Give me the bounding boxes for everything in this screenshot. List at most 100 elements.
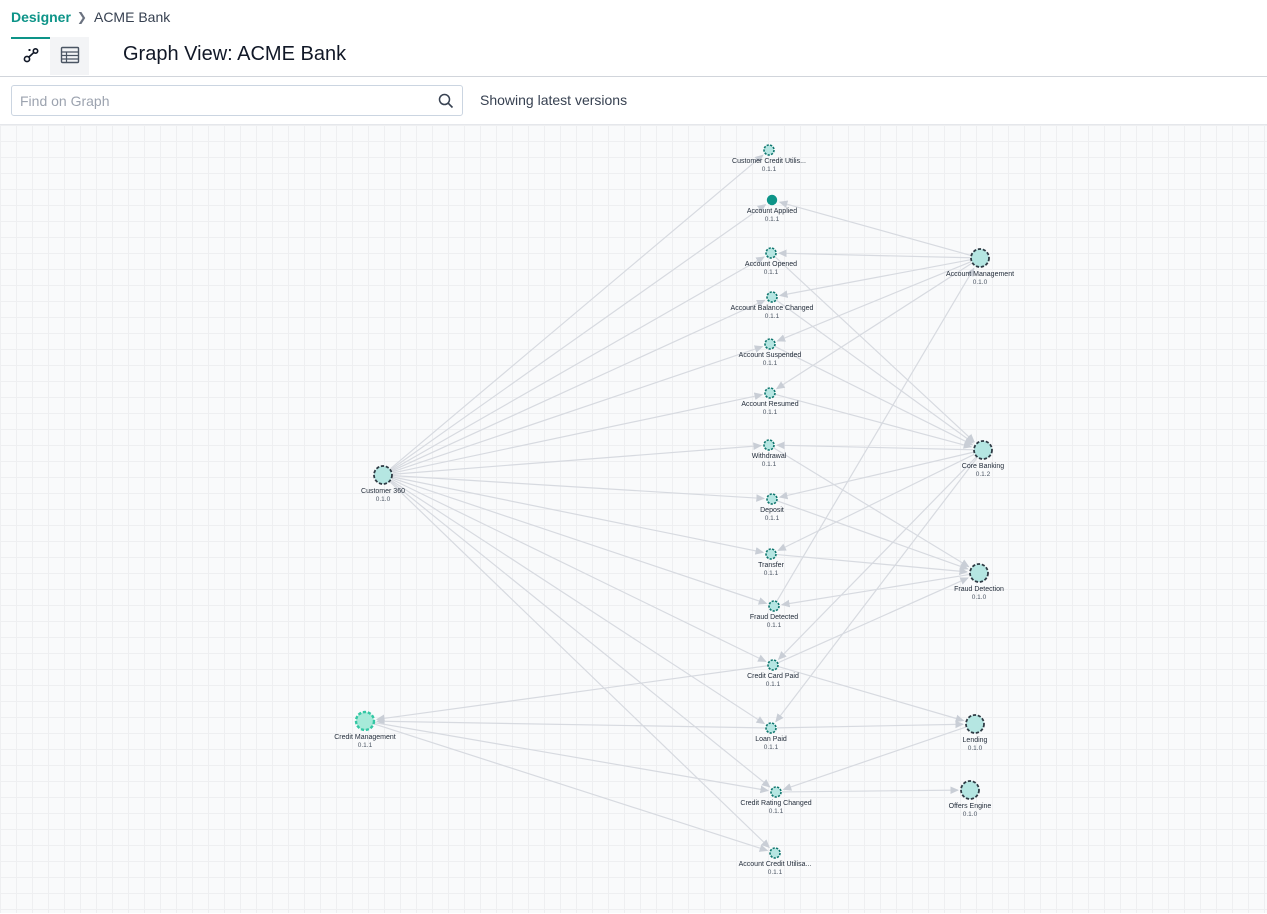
graph-edge-ccpaid-to-credmgmt (375, 665, 768, 723)
graph-edge-c360-to-loanpaid (391, 479, 766, 725)
search-icon[interactable] (438, 93, 454, 114)
graph-edge-loanpaid-to-credmgmt (376, 717, 766, 729)
node-version: 0.1.1 (769, 808, 784, 815)
graph-edge-deposit-to-fraud (777, 500, 969, 570)
service-node-icon (965, 714, 985, 734)
service-node-icon (373, 465, 393, 485)
node-version: 0.1.1 (767, 622, 782, 629)
breadcrumb-current: ACME Bank (93, 9, 171, 25)
node-label: Deposit (760, 507, 784, 514)
table-view-icon (60, 46, 80, 69)
node-label: Account Management (946, 271, 1014, 278)
graph-edge-core-to-ccpaid (777, 456, 977, 660)
event-node-solid-icon (766, 194, 778, 206)
node-label: Withdrawal (752, 453, 787, 460)
graph-view-icon (22, 46, 40, 69)
node-version: 0.1.1 (763, 409, 778, 416)
chevron-right-icon: ❯ (76, 10, 87, 24)
graph-edge-c360-to-acctcredit (389, 481, 770, 849)
graph-node-acctcredit[interactable]: Account Credit Utilisa...0.1.1 (739, 847, 812, 876)
find-on-graph-search (11, 85, 463, 116)
graph-edge-c360-to-applied (390, 204, 767, 470)
graph-edge-c360-to-resumed (392, 392, 764, 474)
graph-edge-suspended-to-core (775, 346, 974, 446)
graph-edge-c360-to-deposit (392, 475, 765, 502)
graph-edge-c360-to-transfer (392, 476, 765, 555)
node-label: Customer 360 (361, 488, 405, 495)
graph-edge-acctmgmt-to-applied (778, 200, 971, 256)
graph-node-custcredit[interactable]: Customer Credit Utilis...0.1.1 (732, 144, 806, 173)
node-version: 0.1.0 (973, 279, 988, 286)
node-label: Customer Credit Utilis... (732, 158, 806, 165)
graph-edge-ccpaid-to-lending (778, 666, 965, 723)
graph-edge-opened-to-core (774, 256, 975, 443)
graph-edge-acctmgmt-to-opened (778, 249, 971, 259)
edge-layer (374, 154, 978, 852)
node-version: 0.1.0 (972, 594, 987, 601)
graph-edge-frauddet-to-acctmgmt (776, 267, 975, 602)
node-version: 0.1.0 (963, 811, 978, 818)
node-version: 0.1.1 (768, 869, 783, 876)
node-label: Fraud Detection (954, 586, 1004, 593)
tab-graph-view[interactable] (11, 37, 50, 75)
node-version: 0.1.1 (766, 681, 781, 688)
graph-edge-c360-to-ccpaid (391, 478, 767, 663)
node-label: Credit Management (334, 734, 396, 741)
tab-table-view[interactable] (50, 37, 89, 75)
event-node-icon (770, 786, 782, 798)
service-node-icon (960, 780, 980, 800)
node-version: 0.1.1 (763, 360, 778, 367)
node-version: 0.1.0 (968, 745, 983, 752)
breadcrumb-designer-link[interactable]: Designer (11, 9, 71, 25)
graph-edge-ratingchg-to-offers (781, 786, 959, 795)
graph-edge-credmgmt-to-acctcredit (374, 723, 769, 852)
service-node-icon (969, 563, 989, 583)
node-version: 0.1.0 (376, 496, 391, 503)
event-node-icon (767, 659, 779, 671)
event-node-icon (769, 847, 781, 859)
graph-edge-c360-to-ratingchg (390, 480, 771, 788)
event-node-icon (766, 493, 778, 505)
node-version: 0.1.1 (762, 461, 777, 468)
node-label: Account Applied (747, 208, 797, 215)
graph-edge-acctmgmt-to-resumed (775, 262, 972, 390)
node-version: 0.1.1 (762, 166, 777, 173)
node-label: Loan Paid (755, 736, 787, 743)
graph-edge-withdrawal-to-fraud (773, 447, 970, 568)
event-node-icon (765, 548, 777, 560)
event-node-icon (765, 722, 777, 734)
event-node-icon (763, 439, 775, 451)
graph-edge-c360-to-balance (391, 299, 766, 472)
node-version: 0.1.1 (765, 515, 780, 522)
service-node-icon (970, 248, 990, 268)
service-node-icon (354, 710, 376, 732)
node-version: 0.1.1 (358, 742, 373, 749)
node-label: Transfer (758, 562, 784, 569)
graph-edge-loanpaid-to-lending (776, 720, 964, 729)
search-input[interactable] (12, 86, 440, 115)
node-version: 0.1.1 (764, 744, 779, 751)
node-version: 0.1.1 (765, 313, 780, 320)
breadcrumb: Designer ❯ ACME Bank (11, 6, 170, 28)
